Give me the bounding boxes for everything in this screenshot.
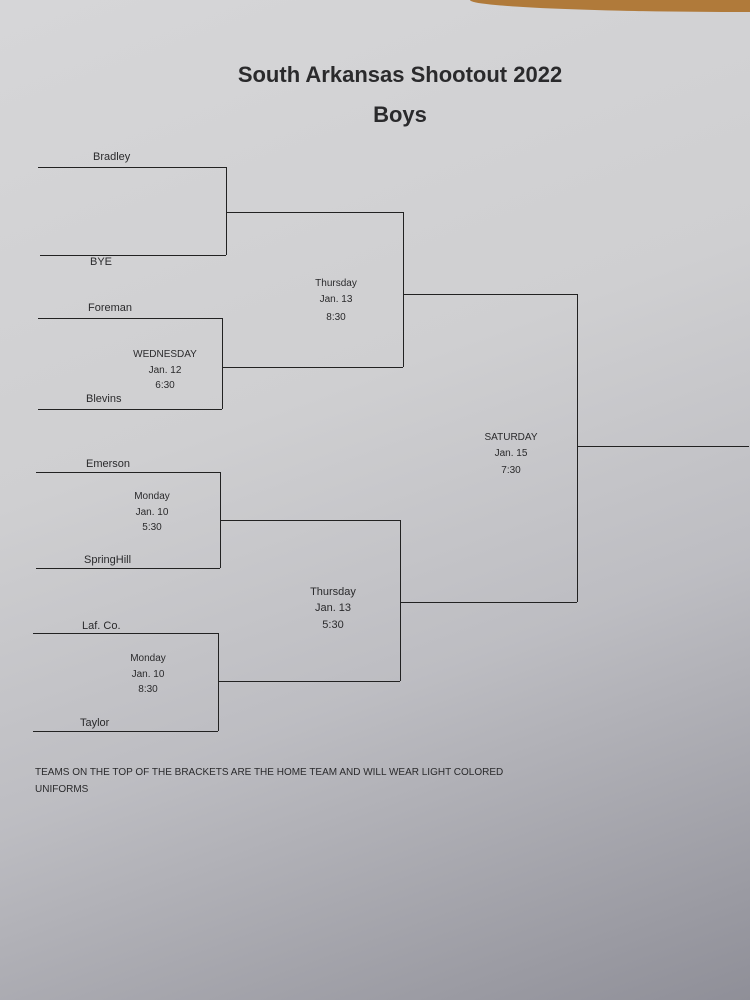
bracket-line xyxy=(38,318,222,319)
game-date: Jan. 13 xyxy=(319,293,353,305)
team-lafco: Laf. Co. xyxy=(82,620,121,632)
bracket-line xyxy=(218,633,219,731)
game-day: SATURDAY xyxy=(484,432,538,443)
game-date: Jan. 12 xyxy=(148,364,182,376)
page-subtitle: Boys xyxy=(373,102,427,127)
game-time: 8:30 xyxy=(326,312,346,323)
bracket-line xyxy=(33,633,218,634)
bracket-line xyxy=(40,255,226,256)
game-day: Monday xyxy=(134,491,170,502)
team-springhill: SpringHill xyxy=(84,554,132,566)
home-team-note: TEAMS ON THE TOP OF THE BRACKETS ARE THE… xyxy=(35,767,504,795)
bracket-line xyxy=(38,167,226,168)
bracket-line xyxy=(403,212,404,367)
bracket-line xyxy=(218,681,400,682)
team-bye: BYE xyxy=(90,256,113,268)
game-time: 8:30 xyxy=(138,684,158,695)
game-info-thursday-top: Thursday Jan. 13 8:30 xyxy=(291,276,381,326)
bracket-line xyxy=(222,318,223,409)
team-bradley: Bradley xyxy=(93,151,131,163)
bracket-line xyxy=(36,568,220,569)
team-taylor: Taylor xyxy=(80,717,110,729)
game-day: WEDNESDAY xyxy=(133,349,197,360)
game-date: Jan. 15 xyxy=(494,447,528,459)
game-info-monday-top: Monday Jan. 10 5:30 xyxy=(107,489,197,536)
game-time: 6:30 xyxy=(155,380,175,391)
game-time: 5:30 xyxy=(322,619,344,631)
game-day: Thursday xyxy=(310,586,356,598)
game-info-saturday: SATURDAY Jan. 15 7:30 xyxy=(466,430,556,479)
game-info-monday-bottom: Monday Jan. 10 8:30 xyxy=(103,651,193,698)
bracket-line xyxy=(222,367,403,368)
bracket-line xyxy=(403,294,577,295)
game-time: 5:30 xyxy=(142,522,162,533)
bracket-line xyxy=(38,409,222,410)
bracket-line xyxy=(220,520,400,521)
bracket-line xyxy=(33,731,218,732)
champion-line xyxy=(577,446,749,447)
bracket-line xyxy=(400,520,401,681)
game-day: Monday xyxy=(130,653,166,664)
game-date: Jan. 10 xyxy=(135,506,169,518)
game-day: Thursday xyxy=(315,278,357,289)
game-date: Jan. 10 xyxy=(131,668,165,680)
bracket-line xyxy=(226,167,227,255)
bracket-line xyxy=(577,294,578,602)
table-edge xyxy=(470,0,750,12)
team-foreman: Foreman xyxy=(88,302,133,314)
game-info-wednesday: WEDNESDAY Jan. 12 6:30 xyxy=(120,347,210,394)
page-title: South Arkansas Shootout 2022 xyxy=(237,62,563,87)
team-emerson: Emerson xyxy=(86,458,131,470)
game-info-thursday-bottom: Thursday Jan. 13 5:30 xyxy=(288,585,378,634)
game-time: 7:30 xyxy=(501,465,521,476)
game-date: Jan. 13 xyxy=(314,601,352,614)
team-blevins: Blevins xyxy=(86,393,122,405)
bracket-line xyxy=(226,212,403,213)
bracket-line xyxy=(400,602,577,603)
bracket-line xyxy=(36,472,220,473)
